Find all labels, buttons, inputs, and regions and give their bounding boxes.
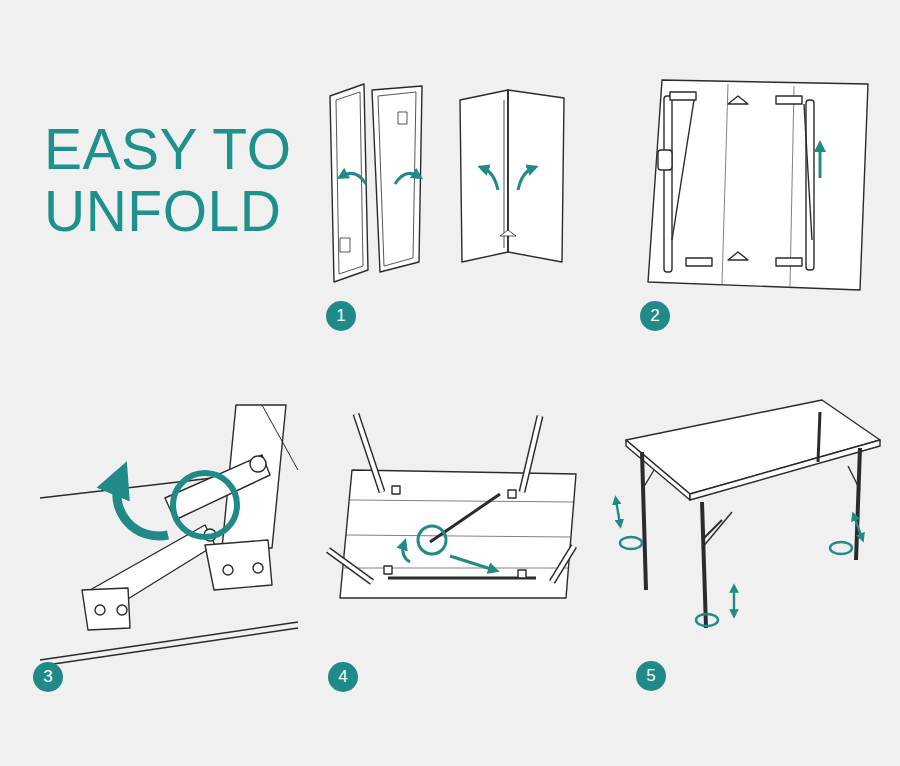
table-underside	[722, 84, 728, 284]
table-with-legs	[328, 550, 372, 582]
adjust-arrow	[733, 588, 735, 614]
assembled-table	[626, 400, 880, 628]
folded-table	[330, 84, 368, 282]
step-label: 3	[43, 667, 52, 687]
table-with-legs	[350, 500, 574, 502]
lock-arrow	[450, 556, 494, 570]
table-with-legs	[356, 414, 382, 492]
table-underside	[670, 92, 696, 100]
assembled-table	[848, 466, 860, 490]
table-with-legs	[518, 570, 526, 578]
table-with-legs	[328, 550, 372, 582]
table-with-legs	[522, 416, 540, 492]
assembled-table	[702, 512, 732, 548]
assembled-table	[856, 448, 860, 560]
adjust-arrow	[696, 614, 718, 626]
hinge-closeup	[40, 628, 298, 666]
table-underside	[728, 252, 748, 260]
table-with-legs	[328, 414, 576, 598]
step-label: 4	[338, 667, 347, 687]
folded-table	[340, 238, 350, 252]
adjust-arrow	[830, 542, 852, 554]
table-underside	[776, 96, 802, 104]
push-arrow	[819, 146, 822, 178]
step-label: 1	[336, 306, 345, 326]
folded-table	[507, 90, 508, 252]
step-number: 2	[640, 301, 670, 331]
table-underside	[648, 80, 868, 290]
step-number: 4	[328, 662, 358, 692]
page-title: EASY TO UNFOLD	[44, 118, 329, 242]
table-underside	[776, 258, 802, 266]
assembled-table	[642, 452, 646, 590]
assembled-table	[702, 502, 706, 628]
assembled-table	[690, 440, 880, 500]
assembled-table	[626, 440, 690, 500]
hinge-closeup	[40, 405, 298, 666]
open-arrow	[342, 168, 533, 190]
table-with-legs	[356, 414, 382, 492]
step-number: 3	[33, 662, 63, 692]
folded-table	[372, 86, 422, 272]
open-arrow	[483, 168, 498, 190]
lock-arrow	[403, 526, 494, 570]
table-with-legs	[384, 566, 392, 574]
table-underside	[728, 96, 748, 104]
open-arrow	[518, 168, 533, 190]
table-underside	[664, 96, 672, 272]
table-underside	[672, 100, 694, 240]
table-underside	[806, 100, 814, 270]
adjust-arrow	[854, 516, 862, 538]
assembled-table	[642, 470, 654, 490]
hinge-closeup	[117, 605, 127, 615]
open-arrow	[342, 173, 366, 184]
table-underside	[648, 80, 868, 290]
step-number: 1	[326, 301, 356, 331]
table-with-legs	[552, 546, 574, 582]
hinge-closeup	[95, 605, 105, 615]
step-label: 2	[650, 306, 659, 326]
rotate-arrow	[117, 478, 168, 536]
table-with-legs	[508, 490, 516, 498]
step-number: 5	[636, 661, 666, 691]
folded-table	[504, 100, 505, 248]
hinge-closeup	[250, 456, 266, 472]
hinge-closeup	[205, 540, 272, 590]
folded-table	[398, 112, 407, 124]
table-with-legs	[522, 416, 540, 492]
folded-table	[508, 90, 564, 262]
adjust-arrow	[620, 537, 642, 549]
push-arrow	[819, 146, 822, 178]
table-underside	[658, 150, 672, 170]
table-underside	[686, 258, 712, 266]
hinge-closeup	[262, 405, 298, 470]
folded-table	[330, 84, 564, 282]
open-arrow	[395, 173, 418, 184]
table-with-legs	[430, 494, 500, 542]
hinge-closeup	[40, 622, 298, 660]
rotate-arrow	[117, 473, 237, 537]
lock-arrow	[418, 526, 446, 554]
hinge-closeup	[82, 588, 130, 630]
rotate-arrow	[173, 473, 237, 537]
table-with-legs	[392, 486, 400, 494]
folded-table	[500, 230, 516, 236]
hinge-closeup	[223, 565, 233, 575]
assembled-table	[818, 412, 820, 462]
table-with-legs	[344, 568, 568, 569]
adjust-arrow	[616, 500, 620, 524]
folded-table	[336, 92, 363, 274]
lock-arrow	[403, 544, 410, 562]
adjust-arrow	[616, 500, 862, 626]
table-with-legs	[388, 577, 536, 580]
hinge-closeup	[253, 563, 263, 573]
table-underside	[790, 86, 794, 286]
step-label: 5	[646, 666, 655, 686]
table-with-legs	[552, 546, 574, 582]
table-underside	[804, 104, 812, 240]
table-with-legs	[340, 470, 576, 598]
table-with-legs	[346, 535, 570, 537]
